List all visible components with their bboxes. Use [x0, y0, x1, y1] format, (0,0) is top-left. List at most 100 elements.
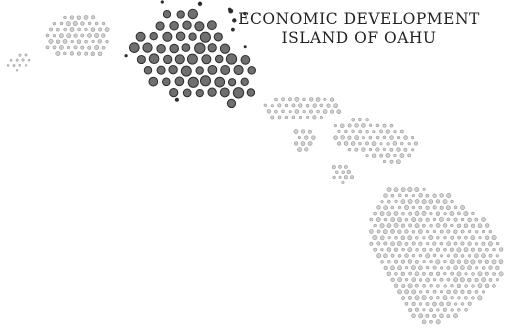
island-dot [401, 247, 405, 252]
island-dot [101, 33, 106, 38]
island-dot [453, 241, 458, 246]
island-dot [411, 241, 416, 246]
island-dot [187, 76, 199, 88]
island-dot [383, 205, 388, 211]
island-dot [319, 116, 323, 120]
island-dot [175, 31, 186, 42]
island-dot [414, 283, 419, 288]
island-dot [411, 230, 416, 234]
island-dot [449, 259, 455, 265]
island-dot [156, 43, 166, 54]
island-dot [382, 123, 387, 128]
island-dot [383, 253, 388, 259]
island-dot [87, 33, 92, 38]
island-dot [181, 43, 191, 52]
island-dot [450, 223, 454, 228]
island-dot [70, 39, 74, 44]
island-dot [368, 147, 373, 152]
island-dot [343, 175, 348, 180]
island-dot [477, 247, 482, 252]
island-dot [319, 103, 324, 108]
island-dot [69, 51, 75, 56]
island-dot [429, 308, 434, 313]
island-dot [484, 235, 490, 240]
island-speck [243, 45, 247, 49]
island-dot [207, 87, 217, 97]
island-dot [394, 199, 398, 203]
island-dot [449, 211, 455, 216]
island-dot [467, 241, 472, 246]
island-dot [460, 241, 465, 246]
island-dot [471, 272, 475, 276]
island-dot [400, 271, 405, 277]
island-dot [411, 217, 417, 223]
island-dot [304, 147, 309, 152]
island-dot [15, 58, 19, 62]
island-dot [386, 199, 391, 204]
island-dot [404, 205, 410, 210]
island-dot [435, 199, 441, 204]
island-dot [291, 103, 296, 108]
island-dot [333, 103, 338, 109]
island-dot [397, 193, 402, 198]
island-dot [411, 253, 416, 258]
island-dot [332, 175, 336, 180]
island-dot [475, 266, 479, 270]
island-dot [297, 135, 301, 140]
island-dot [246, 88, 256, 97]
island-dot [421, 319, 427, 325]
island-dot [432, 301, 437, 307]
island-dot [390, 241, 395, 247]
island-speck [160, 0, 164, 4]
island-dot [347, 123, 352, 128]
island-dot [394, 272, 398, 276]
island-dot [270, 115, 275, 120]
island-dot [214, 76, 226, 88]
island-dot [382, 159, 387, 164]
island-dot [418, 229, 423, 234]
island-dot [372, 235, 378, 241]
island-dot [425, 313, 430, 318]
island-dot [169, 21, 179, 31]
island-dot [446, 254, 451, 258]
island-dot [27, 58, 31, 62]
island-dot [446, 217, 451, 222]
island-dot [195, 66, 204, 75]
island-dot [428, 199, 434, 204]
island-molokai [263, 96, 342, 120]
island-dot [225, 53, 238, 65]
island-dot [446, 193, 452, 198]
island-dot [351, 129, 355, 134]
island-dot [284, 103, 289, 108]
island-dot [411, 313, 416, 318]
island-dot [62, 39, 68, 44]
island-dot [460, 302, 465, 306]
island-dot [373, 211, 377, 216]
island-dot [425, 193, 430, 198]
island-dot [270, 104, 274, 108]
island-dot [294, 141, 299, 146]
island-dot [338, 175, 342, 179]
island-dot [425, 289, 430, 294]
island-dot [464, 272, 468, 276]
island-dot [397, 229, 402, 234]
island-dot [404, 193, 408, 198]
island-dot [361, 147, 366, 152]
island-dot [297, 147, 302, 152]
island-dot [457, 235, 462, 240]
island-dot [414, 199, 420, 204]
island-dot [174, 76, 185, 87]
island-dot [435, 271, 441, 276]
island-dot [311, 135, 316, 140]
island-dot [312, 115, 317, 120]
island-dot [425, 217, 430, 222]
island-dot [21, 58, 25, 62]
island-dot [432, 217, 437, 222]
island-dot [404, 241, 409, 246]
island-dot [404, 278, 409, 282]
island-dot [407, 259, 413, 264]
island-dot [422, 236, 426, 240]
island-dot [263, 103, 267, 107]
island-dot [49, 27, 54, 32]
island-dot [443, 284, 447, 288]
